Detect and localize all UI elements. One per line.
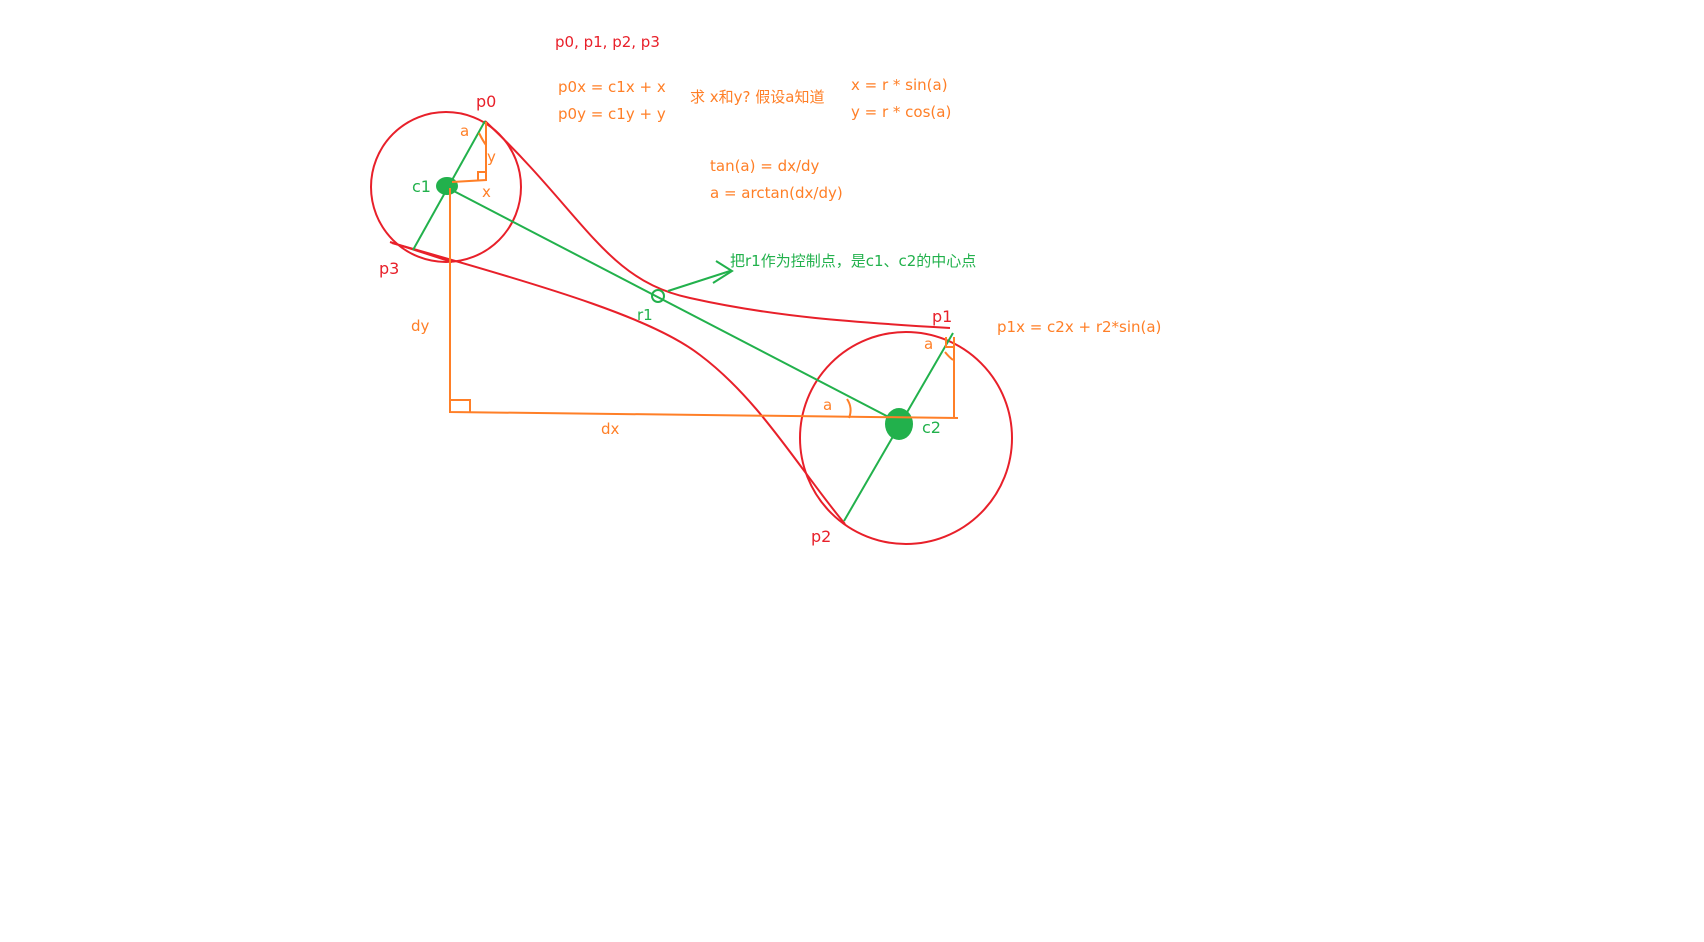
- label-r1: r1: [637, 306, 653, 324]
- label-angle-c2-mid: a: [823, 396, 832, 414]
- angle-arc-c2-mid: [846, 398, 852, 419]
- label-y: y: [487, 148, 496, 166]
- right-angle-c1: [477, 171, 486, 180]
- label-angle-c1: a: [460, 122, 469, 140]
- label-x: x: [482, 183, 491, 201]
- angle-arc-c1: [478, 132, 487, 146]
- label-c1: c1: [412, 177, 431, 196]
- formula-y: y = r * cos(a): [851, 103, 951, 121]
- formula-tan: tan(a) = dx/dy: [710, 157, 820, 175]
- label-angle-c2-top: a: [924, 335, 933, 353]
- curve-p3-p2: [391, 242, 846, 525]
- control-point-note: 把r1作为控制点，是c1、c2的中心点: [730, 252, 976, 270]
- formula-p0y: p0y = c1y + y: [558, 105, 666, 123]
- label-dx: dx: [601, 420, 620, 438]
- formula-question: 求 x和y? 假设a知道: [690, 88, 824, 106]
- curve-p3-hook: [389, 241, 453, 263]
- label-dy: dy: [411, 317, 430, 335]
- label-c2: c2: [922, 418, 941, 437]
- label-p3: p3: [379, 259, 399, 278]
- arrow-head: [712, 260, 734, 284]
- arrow-to-note: [667, 270, 731, 292]
- center-line-c1-c2: [445, 186, 903, 425]
- formula-atan: a = arctan(dx/dy): [710, 184, 843, 202]
- center-dot-c1: [436, 177, 458, 195]
- formula-p0x: p0x = c1x + x: [558, 78, 666, 96]
- xy-triangle-c1: [451, 122, 487, 183]
- center-dot-c2: [885, 408, 913, 440]
- dy-dx-triangle: [449, 188, 959, 419]
- circle-c1: [370, 111, 522, 263]
- curve-p0-p1: [484, 120, 951, 329]
- formula-p1x: p1x = c2x + r2*sin(a): [997, 318, 1161, 336]
- label-p0: p0: [476, 92, 496, 111]
- circle-c2: [799, 331, 1013, 545]
- right-angle-c2: [945, 337, 954, 348]
- angle-arc-c2-top: [944, 351, 954, 361]
- label-p1: p1: [932, 307, 952, 326]
- control-point-r1: [651, 289, 665, 303]
- points-list-text: p0, p1, p2, p3: [555, 33, 660, 51]
- right-angle-main: [450, 399, 471, 412]
- label-p2: p2: [811, 527, 831, 546]
- formula-x: x = r * sin(a): [851, 76, 948, 94]
